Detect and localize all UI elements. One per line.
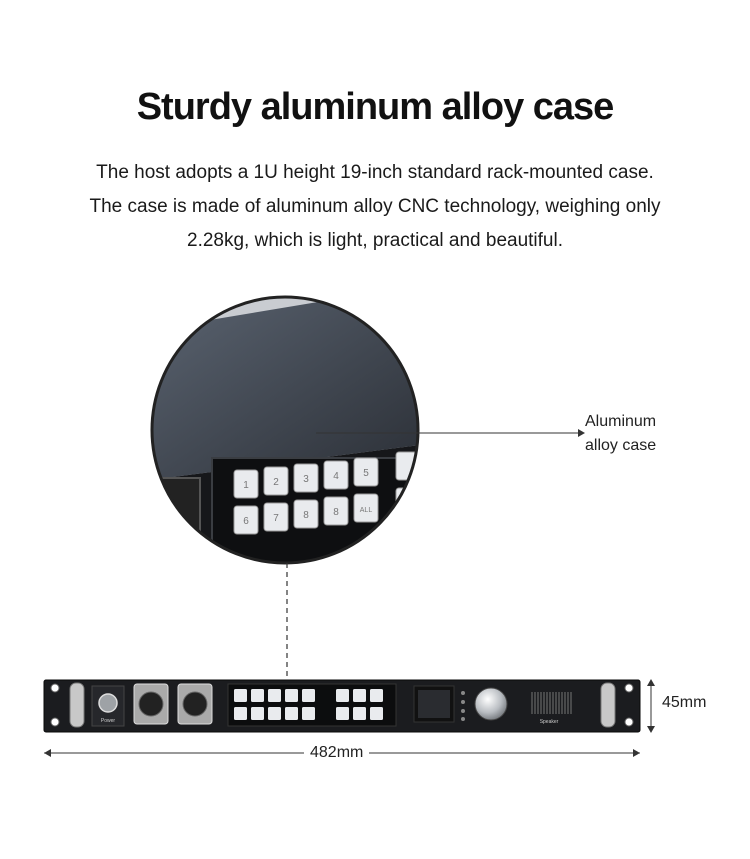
zoom-key: 1: [233, 469, 259, 499]
panel-key: [302, 689, 315, 702]
panel-key: [234, 689, 247, 702]
description-line-2: The case is made of aluminum alloy CNC t…: [89, 196, 661, 217]
zoom-key: 5: [353, 457, 379, 487]
zoom-key: 8: [323, 496, 349, 526]
power-button: [98, 693, 118, 713]
description-line-1: The host adopts a 1U height 19-inch stan…: [96, 162, 654, 183]
function-key: [336, 707, 349, 720]
panel-key: [268, 689, 281, 702]
panel-key: [285, 707, 298, 720]
callout-label: Aluminum alloy case: [585, 410, 656, 458]
panel-key: [302, 707, 315, 720]
status-leds: [461, 691, 465, 721]
left-rack-handle: [69, 682, 85, 728]
svg-text:6: 6: [243, 516, 249, 527]
volume-knob: [474, 687, 508, 721]
callout-line-2: alloy case: [585, 437, 657, 454]
svg-text:4: 4: [333, 471, 339, 482]
callout-line-1: Aluminum: [585, 413, 657, 430]
rack-unit: Power Speaker: [43, 679, 641, 733]
zoom-key: 2: [263, 466, 289, 496]
zoom-key: 6: [233, 505, 259, 535]
svg-text:1: 1: [243, 480, 249, 491]
zoom-key: 8: [293, 499, 319, 529]
description-line-3: 2.28kg, which is light, practical and be…: [187, 230, 563, 251]
function-key: [353, 689, 366, 702]
svg-text:7: 7: [273, 513, 279, 524]
zoom-key: 7: [263, 502, 289, 532]
svg-text:8: 8: [303, 510, 309, 521]
zoom-magnifier: 1 2 3 4 5 6 7 8 8 ALL: [152, 297, 418, 563]
panel-key: [251, 689, 264, 702]
svg-text:2: 2: [273, 477, 279, 488]
function-key: [370, 689, 383, 702]
height-dimension-label: 45mm: [662, 694, 707, 711]
width-dimension-label: 482mm: [304, 744, 370, 762]
svg-text:ALL: ALL: [360, 507, 373, 514]
svg-text:3: 3: [303, 474, 309, 485]
speaker-grille: [531, 692, 572, 714]
zoom-key: 3: [293, 463, 319, 493]
panel-key: [234, 707, 247, 720]
function-key: [353, 707, 366, 720]
lcd-screen: [418, 690, 450, 718]
function-key: [336, 689, 349, 702]
svg-text:5: 5: [363, 468, 369, 479]
zoom-key: 4: [323, 460, 349, 490]
svg-text:8: 8: [333, 507, 339, 518]
page-title: Sturdy aluminum alloy case: [136, 86, 615, 128]
speaker-label: Speaker: [540, 719, 559, 725]
zoom-key: ALL: [353, 493, 379, 523]
panel-key: [251, 707, 264, 720]
panel-key: [268, 707, 281, 720]
right-rack-handle: [600, 682, 616, 728]
panel-key: [285, 689, 298, 702]
function-key: [370, 707, 383, 720]
zoom-key-partial: [395, 487, 418, 517]
description: The host adopts a 1U height 19-inch stan…: [40, 156, 710, 258]
power-label: Power: [101, 718, 116, 724]
case-top-surface: [152, 300, 418, 480]
